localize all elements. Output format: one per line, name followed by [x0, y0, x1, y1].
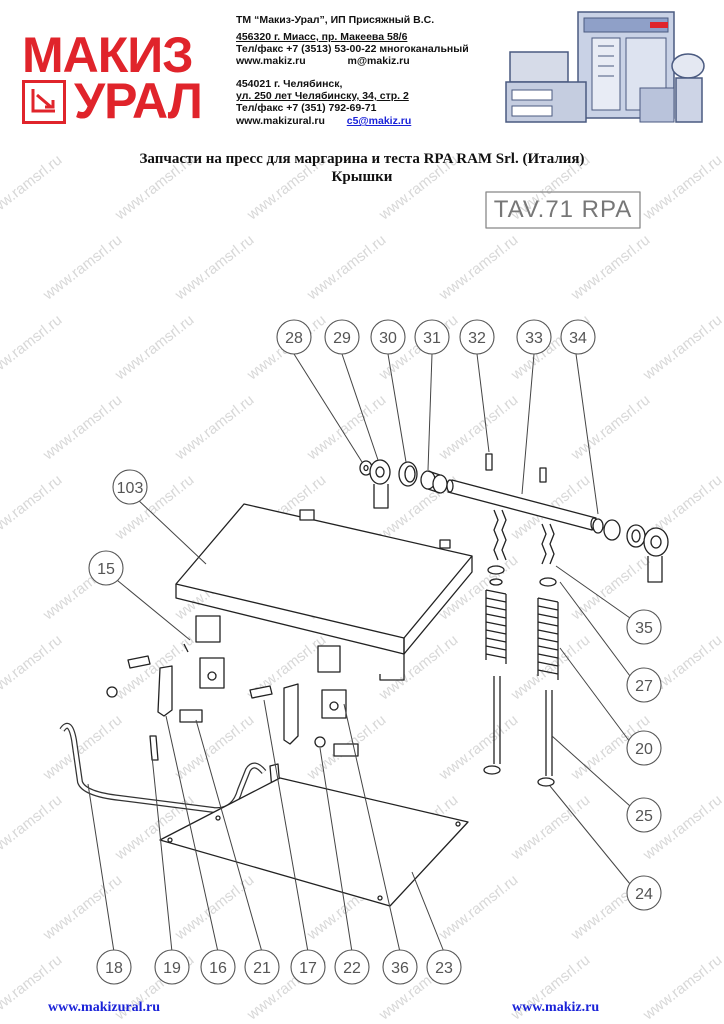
web-link-makizural[interactable]: www.makizural.ru	[236, 115, 325, 127]
part-23-plate	[159, 777, 469, 907]
logo-text-ural: УРАЛ	[74, 73, 203, 129]
callout-label-23: 23	[435, 960, 453, 977]
callout-circle-33	[516, 319, 552, 355]
email-link-c5[interactable]: c5@makiz.ru	[346, 115, 412, 127]
callout-label-27: 27	[635, 678, 653, 695]
drawing-code-box	[485, 191, 641, 229]
callout-label-34: 34	[569, 330, 587, 347]
callout-circle-15	[88, 550, 124, 586]
web-link-makiz[interactable]: www.makiz.ru	[236, 55, 306, 67]
callout-label-36: 36	[391, 960, 409, 977]
callout-label-17: 17	[299, 960, 317, 977]
callout-label-19: 19	[163, 960, 181, 977]
spring-assembly-left	[483, 509, 507, 775]
callout-label-33: 33	[525, 330, 543, 347]
callout-circle-34	[560, 319, 596, 355]
email-link-m[interactable]: m@makiz.ru	[347, 55, 410, 67]
pins	[106, 655, 281, 791]
callout-circle-17	[290, 949, 326, 985]
callout-circle-30	[370, 319, 406, 355]
callout-circle-16	[200, 949, 236, 985]
phone-chelyabinsk: Тел/факс +7 (351) 792-69-71	[236, 102, 377, 114]
callout-group: 28 29 30 31 32 33 34 103 15 35 27 20 25 24 18 19 16 21 17 2…	[88, 319, 662, 985]
callout-circle-22	[334, 949, 370, 985]
callout-label-22: 22	[343, 960, 361, 977]
logo-arrow-icon	[31, 89, 55, 113]
callout-circle-36	[382, 949, 418, 985]
web-email-chelyabinsk: www.makizural.ru c5@makiz.ru	[236, 115, 411, 127]
callout-circle-25	[626, 797, 662, 833]
callout-label-35: 35	[635, 620, 653, 637]
callout-circle-29	[324, 319, 360, 355]
callout-leaders	[87, 353, 631, 953]
callout-circle-103	[112, 469, 148, 505]
city-chelyabinsk: 454021 г. Челябинск,	[236, 78, 343, 90]
phone-miass: Тел/факс +7 (3513) 53-00-22 многоканальн…	[236, 43, 469, 55]
callout-circle-21	[244, 949, 280, 985]
callout-label-25: 25	[635, 808, 653, 825]
callout-circle-23	[426, 949, 462, 985]
callout-label-16: 16	[209, 960, 227, 977]
callout-circle-28	[276, 319, 312, 355]
callout-label-21: 21	[253, 960, 271, 977]
exploded-parts-diagram: 28 29 30 31 32 33 34 103 15 35 27 20 25 24 18 19 16 21 17 2…	[59, 191, 669, 985]
part-18-handle	[59, 722, 267, 814]
shaft-assembly	[359, 453, 669, 583]
address-miass: 456320 г. Миасс, пр. Макеева 58/6	[236, 31, 408, 43]
callout-circle-24	[626, 875, 662, 911]
callout-circle-31	[414, 319, 450, 355]
hinge-bracket-right	[283, 645, 359, 757]
spring-assembly-right	[537, 523, 559, 787]
callout-label-28: 28	[285, 330, 303, 347]
callout-circle-32	[459, 319, 495, 355]
equipment-illustration	[500, 8, 710, 132]
callout-label-29: 29	[333, 330, 351, 347]
callout-circle-18	[96, 949, 132, 985]
callout-circle-35	[626, 609, 662, 645]
address-chelyabinsk: ул. 250 лет Челябинску, 34, стр. 2	[236, 90, 409, 102]
logo-mark	[22, 80, 66, 124]
logo-text-makiz: МАКИЗ	[22, 27, 194, 83]
callout-label-20: 20	[635, 741, 653, 758]
hinge-bracket-left	[157, 615, 225, 723]
page-subtitle: Крышки	[331, 169, 393, 185]
drawing-code: TAV.71 RPA	[493, 196, 633, 223]
callout-label-24: 24	[635, 886, 653, 903]
footer-link-makiz[interactable]: www.makiz.ru	[512, 1000, 600, 1015]
callout-label-30: 30	[379, 330, 397, 347]
callout-label-18: 18	[105, 960, 123, 977]
part-103-cover	[175, 503, 473, 681]
callout-label-103: 103	[117, 480, 144, 497]
page-title: Запчасти на пресс для маргарина и теста …	[139, 151, 585, 167]
web-email-miass: www.makiz.ru m@makiz.ru	[236, 55, 410, 67]
callout-label-15: 15	[97, 561, 115, 578]
callout-circle-19	[154, 949, 190, 985]
callout-label-31: 31	[423, 330, 441, 347]
callout-label-32: 32	[468, 330, 486, 347]
callout-circle-20	[626, 730, 662, 766]
callout-circle-27	[626, 667, 662, 703]
company-line: ТМ “Макиз-Урал”, ИП Присяжный В.С.	[236, 14, 435, 26]
footer-link-makizural[interactable]: www.makizural.ru	[48, 1000, 160, 1015]
